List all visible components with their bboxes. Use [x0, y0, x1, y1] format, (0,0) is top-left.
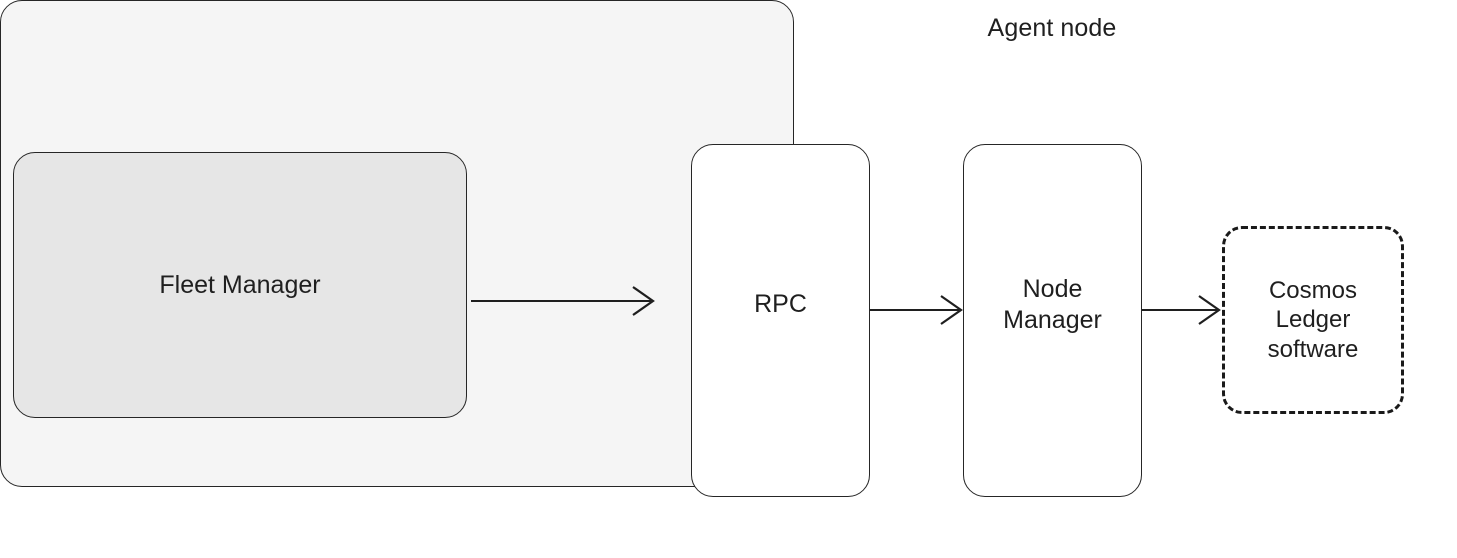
agent-node-title: Agent node — [987, 14, 1117, 42]
rpc-node[interactable]: RPC — [691, 144, 870, 497]
cosmos-ledger-software-node[interactable]: Cosmos Ledger software — [1222, 226, 1404, 414]
fleet-manager-label: Fleet Manager — [159, 270, 321, 299]
arrow-node-manager-to-cosmos-ledger — [1142, 295, 1221, 325]
arrow-rpc-to-node-manager — [870, 295, 963, 325]
fleet-manager-node[interactable]: Fleet Manager — [13, 152, 467, 418]
cosmos-ledger-software-label: Cosmos Ledger software — [1267, 277, 1359, 363]
rpc-label: RPC — [754, 290, 807, 319]
node-manager-label: Node Manager — [1003, 275, 1102, 334]
node-manager-node[interactable]: Node Manager — [963, 144, 1142, 497]
arrow-fleet-manager-to-agent-node — [471, 286, 655, 316]
